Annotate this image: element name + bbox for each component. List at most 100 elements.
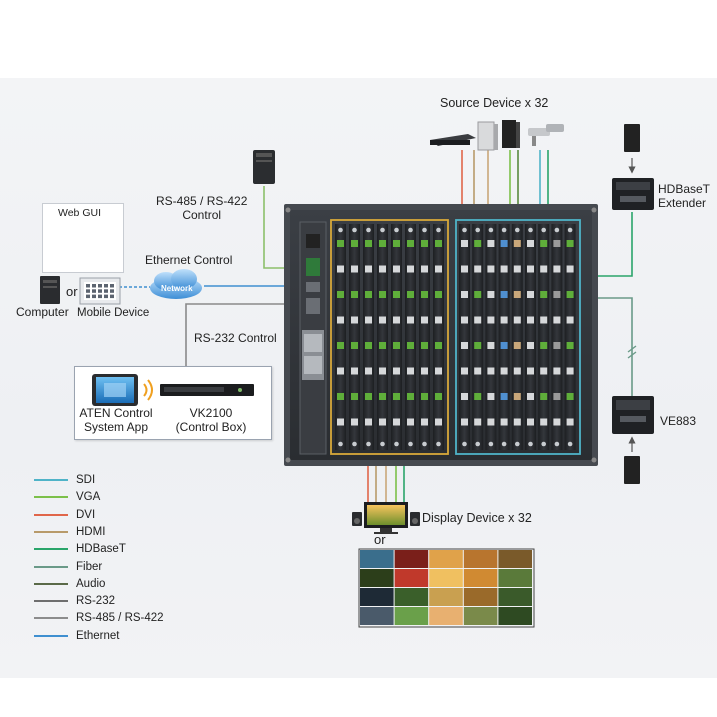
ve883-group: [612, 396, 654, 484]
legend-label: HDMI: [76, 525, 106, 538]
mobile-tile: [104, 294, 108, 299]
input-card: [538, 224, 550, 450]
or-label-1: or: [66, 284, 78, 299]
video-wall-tile: [429, 550, 463, 568]
computer: [40, 276, 60, 304]
legend-swatch: [34, 582, 68, 585]
video-wall-tile: [463, 550, 498, 568]
mobile-tile: [86, 289, 90, 293]
legend-swatch: [34, 634, 68, 637]
legend-item: DVI: [34, 507, 95, 523]
video-wall-tile: [394, 569, 429, 587]
mobile-tile: [86, 294, 90, 299]
legend-label: SDI: [76, 474, 96, 486]
mobile-tile: [98, 289, 102, 293]
video-wall-tile: [463, 588, 498, 606]
video-wall-tile: [394, 588, 429, 606]
legend-item: Audio: [34, 576, 105, 592]
legend-swatch: [34, 600, 68, 603]
input-card: [459, 224, 470, 450]
video-wall-tile: [429, 569, 463, 587]
legend-label: Audio: [76, 577, 106, 590]
mobile-tile: [92, 284, 96, 288]
mobile-tile: [92, 294, 96, 299]
video-wall-tile: [463, 569, 498, 587]
legend-label: RS-485 / RS-422: [76, 612, 164, 625]
video-wall-tile: [429, 588, 463, 606]
legend-item: HDBaseT: [34, 541, 126, 557]
input-card: [485, 224, 497, 450]
video-wall-tile: [394, 550, 429, 568]
display-device-label: Display Device x 32: [422, 511, 532, 525]
or-label-2: or: [374, 532, 386, 547]
output-cards: [335, 224, 444, 450]
video-wall-tile: [498, 588, 532, 606]
speaker-right-icon: [410, 512, 420, 526]
output-card: [391, 224, 402, 450]
output-card: [433, 224, 444, 450]
legend-label: Fiber: [76, 560, 103, 573]
network-label: Network: [161, 284, 193, 293]
video-wall-tile: [360, 588, 394, 606]
input-card: [511, 224, 523, 450]
legend-item: HDMI: [34, 524, 105, 540]
video-wall-tile: [429, 607, 463, 625]
legend-swatch: [34, 479, 68, 481]
display-monitor: [364, 502, 408, 534]
video-wall-tile: [360, 550, 394, 568]
legend-item: VGA: [34, 489, 100, 505]
aten-app-label: ATEN Control System App: [79, 406, 153, 434]
rs232-control-label: RS-232 Control: [194, 331, 277, 345]
mobile-tile: [104, 284, 108, 288]
legend-swatch: [34, 496, 68, 499]
input-card: [498, 224, 510, 450]
mobile-tile: [110, 284, 114, 288]
legend-label: VGA: [76, 491, 101, 504]
mobile-tile: [110, 294, 114, 299]
rs232-wire: [185, 303, 312, 366]
hdbaset-extender-group: [612, 124, 654, 210]
input-card: [564, 224, 576, 450]
rs485-control-label: RS-485 / RS-422 Control: [156, 194, 248, 222]
rs485-controller-server: [253, 150, 275, 184]
legend-label: RS-232: [76, 595, 115, 608]
output-card: [335, 224, 346, 450]
mobile-tile: [98, 294, 102, 299]
legend-item: RS-232: [34, 593, 115, 609]
legend-item: Fiber: [34, 559, 102, 575]
legend-item: SDI: [34, 472, 95, 488]
mobile-tile: [110, 289, 114, 293]
input-card: [525, 224, 536, 450]
mobile-tile: [86, 284, 90, 288]
video-wall: [358, 548, 535, 628]
legend-label: Ethernet: [76, 629, 120, 642]
video-wall-tile: [394, 607, 429, 625]
legend-label: HDBaseT: [76, 543, 126, 556]
mobile-tile: [98, 284, 102, 288]
output-card: [363, 224, 374, 450]
video-wall-tile: [463, 607, 498, 625]
video-wall-tile: [498, 550, 532, 568]
computer-label: Computer: [16, 305, 69, 319]
video-wall-tile: [360, 569, 394, 587]
legend-swatch: [34, 548, 68, 551]
video-wall-tile: [498, 607, 532, 625]
input-cards: [459, 224, 576, 450]
network-cloud: [150, 269, 202, 299]
web-gui-frame: [42, 203, 124, 273]
hdbaset-extender-label: HDBaseT Extender: [658, 182, 711, 210]
mobile-tile: [92, 289, 96, 293]
video-wall-tile: [498, 569, 532, 587]
source-device-label: Source Device x 32: [440, 96, 549, 110]
legend-swatch: [34, 617, 68, 620]
output-card: [419, 224, 430, 450]
mobile-tile: [104, 289, 108, 293]
speaker-left-icon: [352, 512, 362, 526]
legend-swatch: [34, 530, 68, 533]
output-card: [377, 224, 388, 450]
vk2100-label: VK2100 (Control Box): [175, 406, 247, 434]
legend-item: Ethernet: [34, 628, 119, 644]
output-card: [405, 224, 416, 450]
